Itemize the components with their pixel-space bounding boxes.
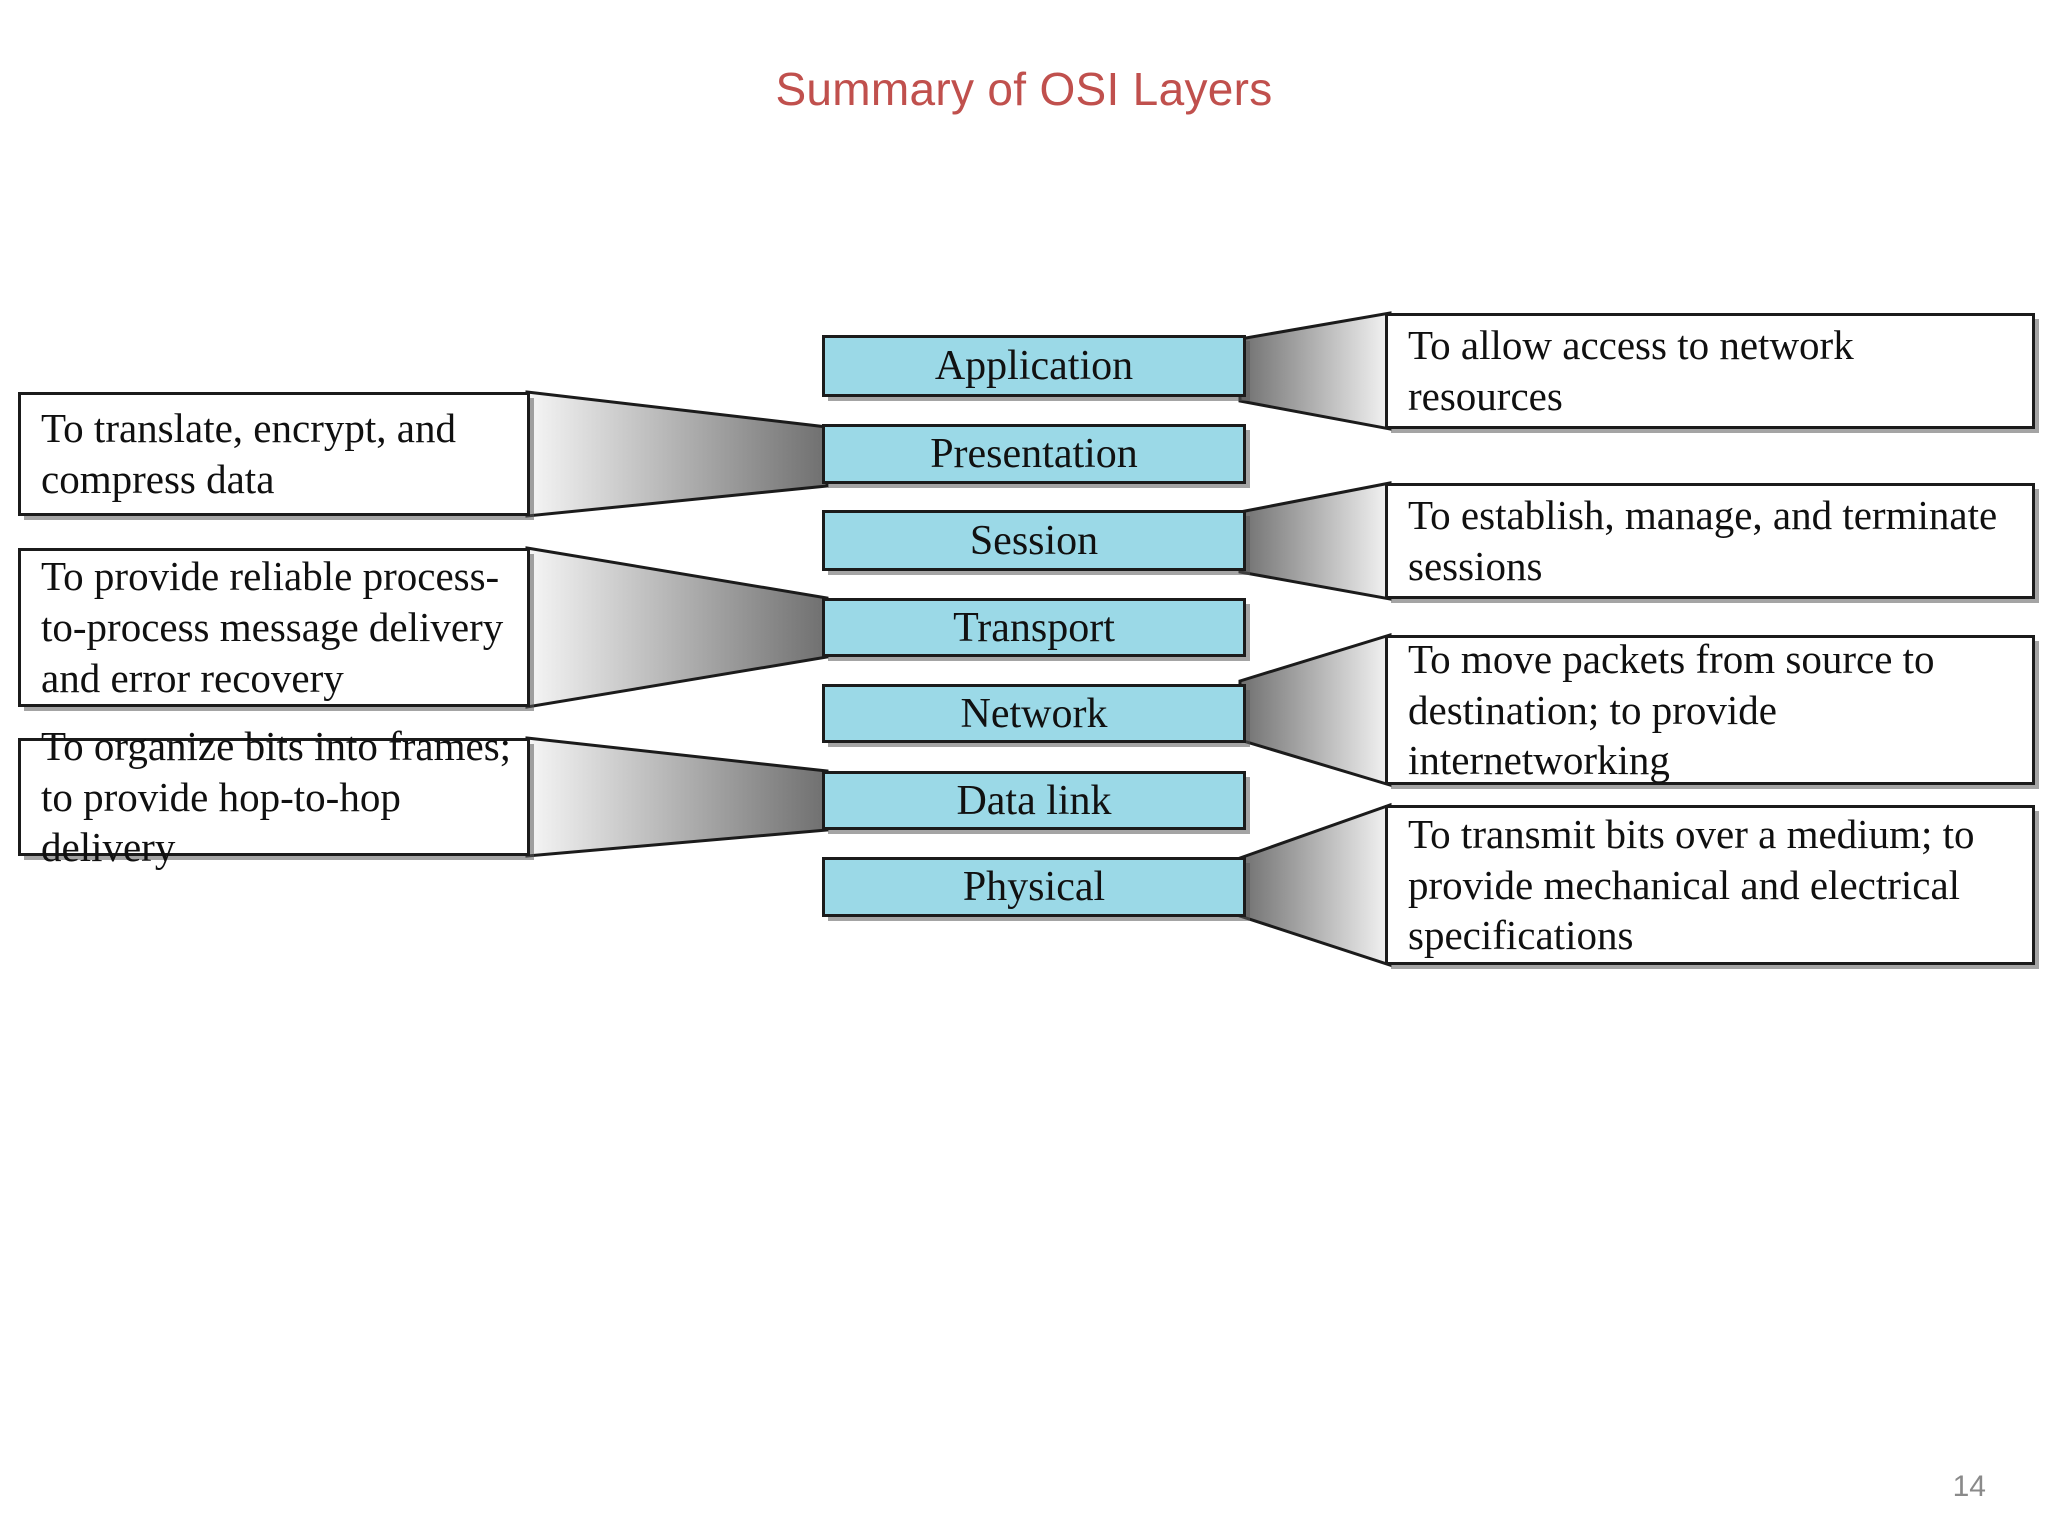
layer-label-network: Network	[960, 690, 1108, 737]
description-text-data-link: To organize bits into frames; to provide…	[41, 722, 512, 871]
layer-box-physical[interactable]: Physical	[822, 857, 1246, 917]
layer-label-data-link: Data link	[956, 777, 1112, 824]
description-box-data-link: To organize bits into frames; to provide…	[18, 723, 530, 870]
layer-box-network[interactable]: Network	[822, 684, 1246, 743]
layer-label-transport: Transport	[953, 604, 1115, 651]
connector-session	[1238, 481, 1392, 601]
description-box-application: To allow access to network resources	[1385, 313, 2035, 429]
layer-box-data-link[interactable]: Data link	[822, 771, 1246, 830]
layer-label-application: Application	[934, 343, 1134, 389]
description-text-transport: To provide reliable process-to-process m…	[41, 553, 504, 701]
connector-physical	[1238, 802, 1392, 968]
connector-presentation	[525, 390, 829, 518]
layer-box-application[interactable]: Application	[822, 335, 1246, 397]
description-text-session: To establish, manage, and terminate sess…	[1408, 492, 1998, 589]
layer-label-physical: Physical	[962, 864, 1106, 910]
description-text-application: To allow access to network resources	[1408, 322, 1854, 419]
connector-application	[1238, 311, 1392, 431]
page-number: 14	[1952, 1470, 1986, 1503]
description-text-presentation: To translate, encrypt, and compress data	[41, 405, 456, 502]
layer-label-session: Session	[969, 517, 1099, 564]
connector-data-link	[525, 736, 829, 858]
connector-transport	[525, 546, 829, 709]
layer-label-presentation: Presentation	[930, 431, 1138, 477]
page-title: Summary of OSI Layers	[775, 63, 1273, 115]
description-box-presentation: To translate, encrypt, and compress data	[18, 392, 530, 516]
description-box-session: To establish, manage, and terminate sess…	[1385, 483, 2035, 599]
connector-network	[1238, 632, 1392, 788]
description-text-physical: To transmit bits over a medium; to provi…	[1408, 810, 1975, 959]
description-box-physical: To transmit bits over a medium; to provi…	[1385, 805, 2035, 965]
layer-box-presentation[interactable]: Presentation	[822, 424, 1246, 484]
layer-box-transport[interactable]: Transport	[822, 598, 1246, 657]
layer-box-session[interactable]: Session	[822, 510, 1246, 571]
description-box-transport: To provide reliable process-to-process m…	[18, 548, 530, 707]
description-text-network: To move packets from source to destinati…	[1408, 635, 1935, 784]
description-box-network: To move packets from source to destinati…	[1385, 635, 2035, 785]
